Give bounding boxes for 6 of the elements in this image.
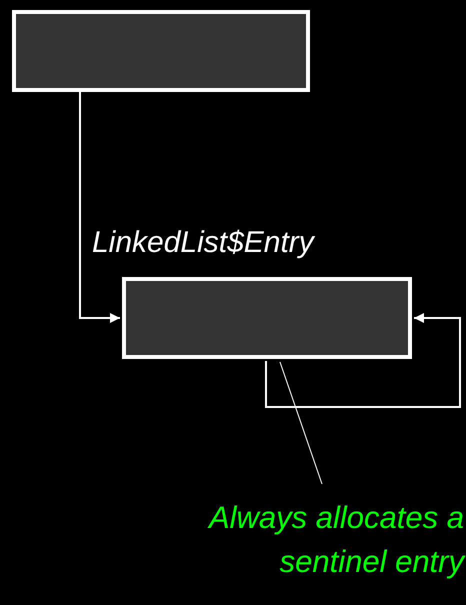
arrow: [79, 92, 120, 323]
class-box: [12, 10, 310, 92]
self-loop-arrow: [265, 313, 461, 408]
class-name: LinkedList$Entry: [92, 226, 314, 260]
leader-line: [280, 362, 322, 484]
annotation-text: Always allocates a sentinel entry: [150, 496, 464, 584]
